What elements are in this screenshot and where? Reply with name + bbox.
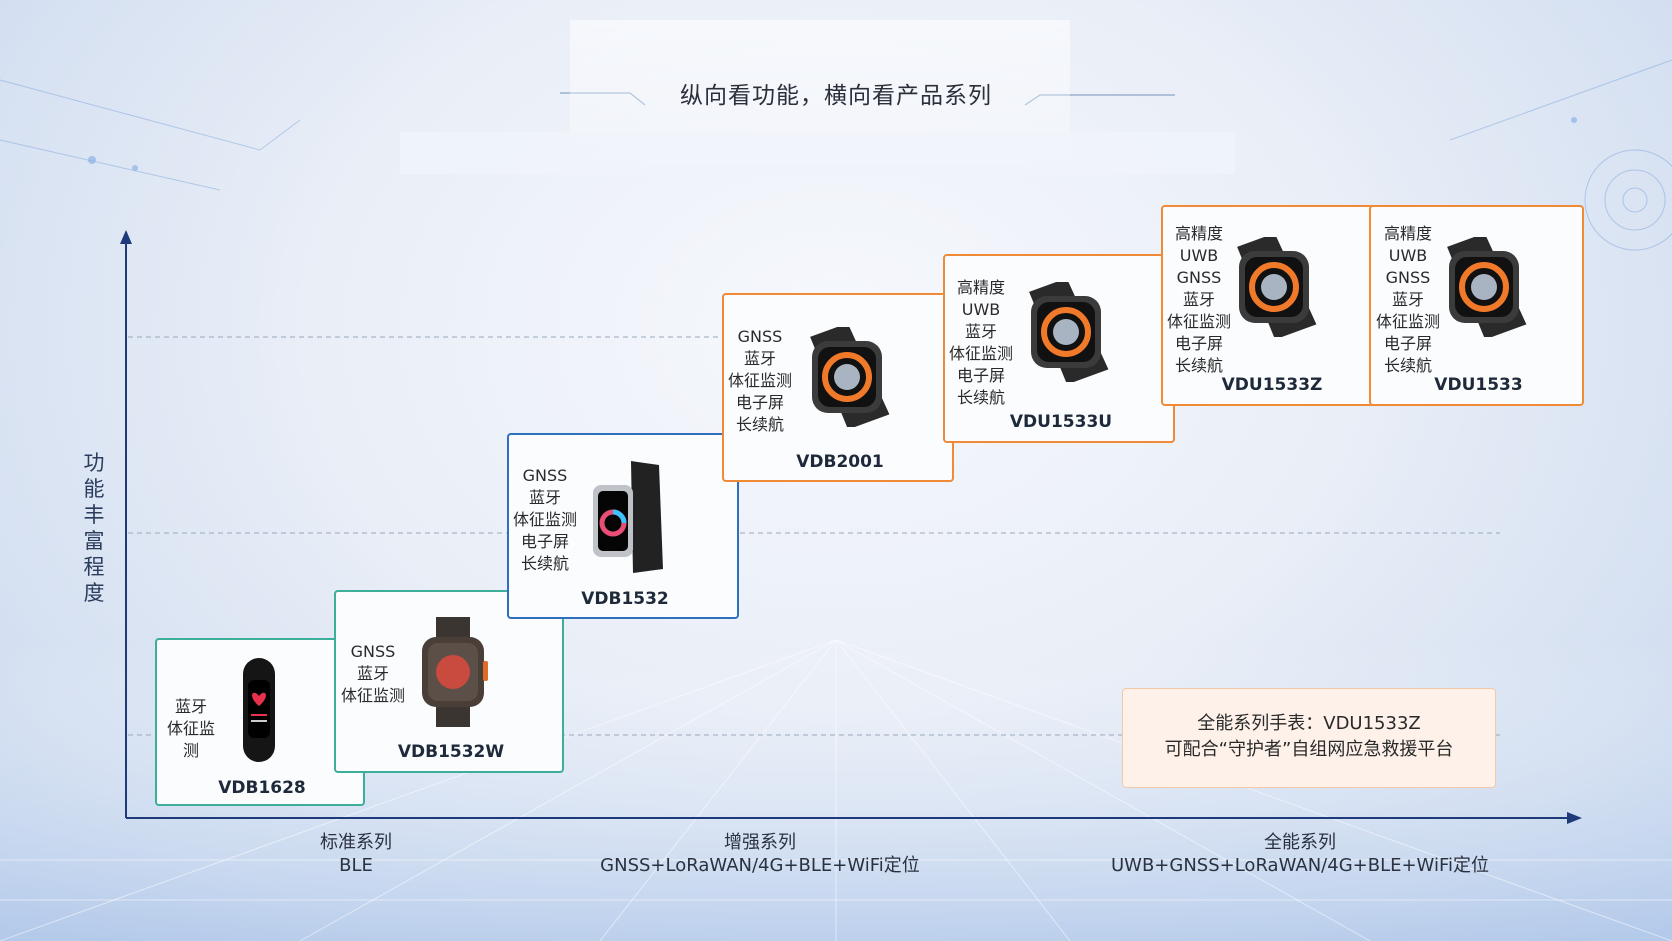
feature-item: UWB (961, 300, 1001, 319)
feature-list: 高精度 UWB 蓝牙 体征监测 电子屏 长续航 (945, 277, 1017, 409)
feature-item: GNSS (1385, 268, 1431, 287)
watch-image (422, 617, 488, 727)
feature-item: 电子屏 (956, 366, 1005, 385)
series-tech: GNSS+LoRaWAN/4G+BLE+WiFi定位 (600, 855, 920, 876)
model-label: VDB1532W (397, 742, 505, 762)
watch-image (1029, 282, 1109, 382)
y-axis-label: 功能丰富程度 (83, 451, 105, 605)
feature-item: 蓝牙 (1182, 290, 1215, 309)
watch-image (810, 327, 890, 427)
product-card-vdb2001: GNSS 蓝牙 体征监测 电子屏 长续航 VDB2001 (722, 293, 954, 482)
feature-item: 测 (182, 741, 199, 760)
feature-item: UWB (1388, 246, 1428, 265)
product-card-vdb1532: GNSS 蓝牙 体征监测 电子屏 长续航 VDB1532 (507, 433, 739, 619)
note-line-1: 全能系列手表：VDU1533Z (1197, 713, 1421, 734)
feature-item: 长续航 (735, 415, 784, 434)
model-label: VDB1532 (581, 589, 669, 609)
feature-item: 高精度 (1174, 224, 1223, 243)
feature-item: GNSS (737, 327, 783, 346)
feature-item: 长续航 (1383, 356, 1432, 375)
watch-image (593, 461, 663, 573)
feature-item: 蓝牙 (743, 349, 776, 368)
product-card-vdu1533z: 高精度 UWB GNSS 蓝牙 体征监测 电子屏 长续航 VDU1533Z (1161, 205, 1379, 406)
series-name: 全能系列 (1264, 832, 1336, 853)
series-label-enhanced: 增强系列 GNSS+LoRaWAN/4G+BLE+WiFi定位 (560, 831, 960, 877)
feature-item: 长续航 (520, 554, 569, 573)
feature-item: 蓝牙 (964, 322, 997, 341)
model-label: VDB1628 (218, 778, 306, 798)
feature-item: 蓝牙 (1391, 290, 1424, 309)
feature-item: GNSS (350, 642, 396, 661)
feature-item: 长续航 (956, 388, 1005, 407)
watch-image (1447, 237, 1527, 337)
feature-item: 体征监测 (512, 510, 577, 529)
feature-item: 体征监测 (1166, 312, 1231, 331)
feature-list: GNSS 蓝牙 体征监测 (336, 641, 410, 707)
feature-item: 长续航 (1174, 356, 1223, 375)
feature-list: GNSS 蓝牙 体征监测 电子屏 长续航 (724, 326, 796, 436)
feature-item: 体征监测 (948, 344, 1013, 363)
feature-item: GNSS (1176, 268, 1222, 287)
product-card-vdu1533: 高精度 UWB GNSS 蓝牙 体征监测 电子屏 长续航 VDU1533 (1369, 205, 1584, 406)
feature-item: 电子屏 (520, 532, 569, 551)
feature-list: 高精度 UWB GNSS 蓝牙 体征监测 电子屏 长续航 (1371, 223, 1445, 377)
product-card-vdb1628: 蓝牙 体征监 测 VDB1628 (155, 638, 365, 806)
feature-item: 体征监测 (727, 371, 792, 390)
model-label: VDB2001 (796, 452, 884, 472)
feature-item: 体征监 (166, 719, 215, 738)
band-image (243, 658, 275, 762)
page-title: 纵向看功能，横向看产品系列 (680, 83, 992, 109)
feature-item: GNSS (522, 466, 568, 485)
series-tech: BLE (339, 855, 373, 876)
note-box: 全能系列手表：VDU1533Z 可配合“守护者”自组网应急救援平台 (1122, 688, 1496, 788)
feature-item: 电子屏 (1383, 334, 1432, 353)
series-label-standard: 标准系列 BLE (256, 831, 456, 877)
feature-item: 高精度 (956, 278, 1005, 297)
x-axis-arrow (1567, 812, 1582, 824)
y-axis-arrow (120, 230, 132, 244)
product-card-vdb1532w: GNSS 蓝牙 体征监测 VDB1532W (334, 590, 564, 773)
series-name: 增强系列 (724, 832, 796, 853)
feature-list: 高精度 UWB GNSS 蓝牙 体征监测 电子屏 长续航 (1163, 223, 1235, 377)
model-label: VDU1533U (1009, 412, 1113, 432)
feature-item: 电子屏 (1174, 334, 1223, 353)
feature-item: 电子屏 (735, 393, 784, 412)
series-label-allround: 全能系列 UWB+GNSS+LoRaWAN/4G+BLE+WiFi定位 (1080, 831, 1520, 877)
feature-item: 蓝牙 (528, 488, 561, 507)
feature-item: 蓝牙 (174, 697, 207, 716)
feature-item: 体征监测 (1375, 312, 1440, 331)
feature-list: 蓝牙 体征监 测 (159, 696, 223, 762)
feature-item: UWB (1179, 246, 1219, 265)
feature-item: 高精度 (1383, 224, 1432, 243)
note-line-2: 可配合“守护者”自组网应急救援平台 (1164, 739, 1454, 760)
model-label: VDU1533 (1434, 375, 1523, 395)
model-label: VDU1533Z (1221, 375, 1323, 395)
feature-item: 体征监测 (340, 686, 405, 705)
product-card-vdu1533u: 高精度 UWB 蓝牙 体征监测 电子屏 长续航 VDU1533U (943, 254, 1175, 443)
feature-list: GNSS 蓝牙 体征监测 电子屏 长续航 (509, 465, 581, 575)
watch-image (1237, 237, 1317, 337)
feature-item: 蓝牙 (356, 664, 389, 683)
series-name: 标准系列 (320, 832, 392, 853)
subtitle-bar (400, 132, 1235, 174)
series-tech: UWB+GNSS+LoRaWAN/4G+BLE+WiFi定位 (1110, 855, 1490, 876)
